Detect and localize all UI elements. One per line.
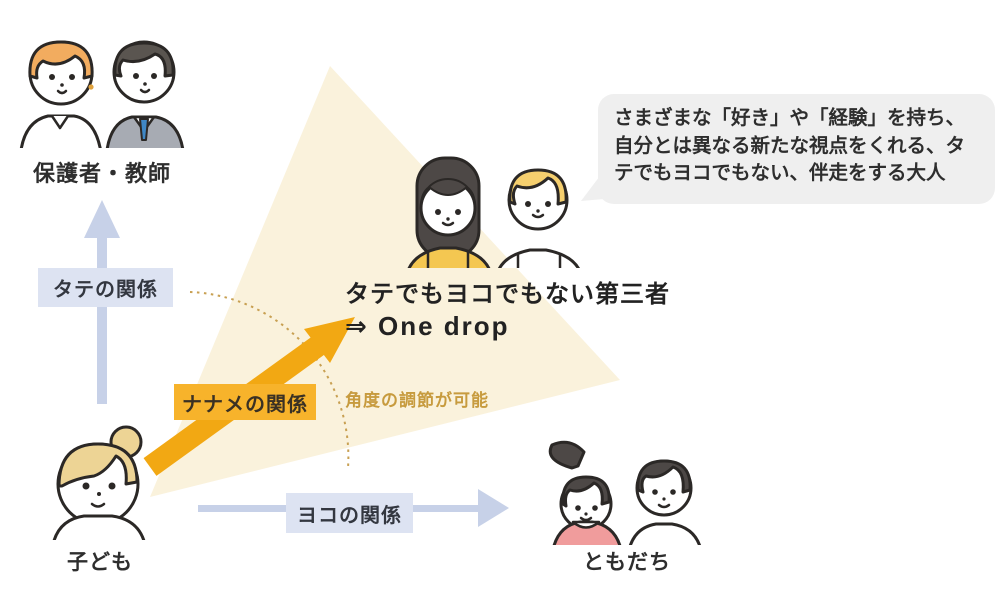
speech-bubble-text: さまざまな「好き」や「経験」を持ち、自分とは異なる新たな視点をくれる、タテでもヨ… [614,107,966,185]
angle-adjust-note: 角度の調節が可能 [345,391,489,410]
vertical-relation-label: タテの関係 [38,268,173,307]
third-party-heading: タテでもヨコでもない第三者 [345,281,670,308]
third-party-text-block: タテでもヨコでもない第三者 ⇒ One drop [345,274,670,342]
parents-teachers-label: 保護者・教師 [33,161,172,186]
horizontal-relation-label: ヨコの関係 [286,493,413,533]
speech-bubble: さまざまな「好き」や「経験」を持ち、自分とは異なる新たな視点をくれる、タテでもヨ… [598,94,995,204]
child-illustration [52,425,146,540]
parent-teacher-illustration [19,40,185,148]
one-drop-subheading: ⇒ One drop [345,311,510,341]
mentors-illustration [407,156,580,268]
friends-illustration [548,440,701,545]
angle-arc [189,291,350,469]
friends-label: ともだち [583,551,671,574]
vertical-arrow [84,200,120,404]
child-label: 子ども [67,551,133,574]
diagonal-relation-label: ナナメの関係 [174,384,316,420]
